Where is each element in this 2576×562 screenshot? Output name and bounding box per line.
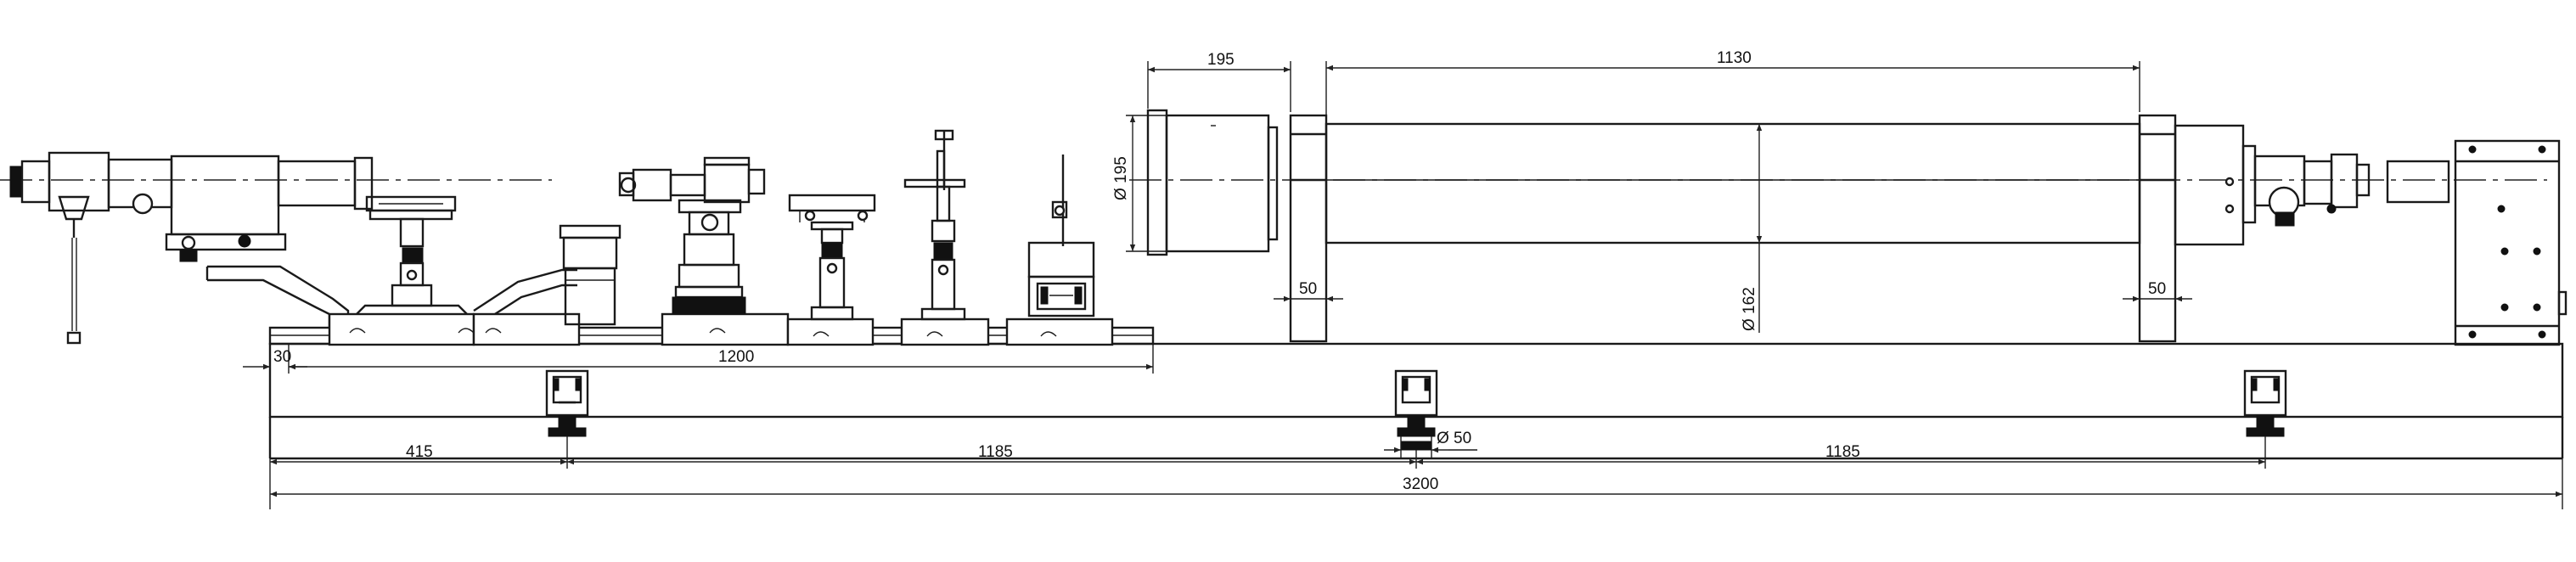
light-source-box [2386,139,2568,346]
dim-rail-length-label: 1200 [718,348,754,366]
carriage-slider-6 [1005,318,1114,346]
dim-span-1-label: 1185 [978,443,1013,461]
dim-flange-diameter-label: Ø 195 [1112,156,1130,200]
lift-stage-2 [788,194,876,321]
support-foot-left [545,369,589,437]
dim-total-length-label: 3200 [1403,475,1438,493]
center-autocollimator [618,156,766,315]
dimension-rail-offset: 30 [243,344,307,374]
rotation-stage-1 [356,195,468,315]
support-foot-right [2243,369,2287,437]
dimension-flange-diameter: Ø 195 [1112,115,1167,252]
carriage-slider-1 [328,312,475,346]
right-support-ring [2138,114,2177,343]
clamp-stage-4 [1027,155,1095,318]
dimension-left-ring-width: 50 [1274,280,1343,302]
carriage-slider-4 [786,318,875,346]
right-eyepiece [2253,153,2371,227]
dimension-flange-length: 195 [1147,51,1291,112]
dim-tube-diameter-label: Ø 162 [1741,287,1758,331]
main-tube [1325,122,2141,244]
dimension-tube-length: 1130 [1325,49,2140,119]
dimension-rail-length: 1200 [289,344,1154,374]
dim-left-support-label: 415 [406,443,433,461]
dim-foot-diameter-label: Ø 50 [1437,430,1471,447]
collimator-flange [1146,109,1279,256]
dimension-right-ring-width: 50 [2123,280,2192,302]
dimension-total-length: 3200 [270,458,2563,509]
dimension-tube-diameter: Ø 162 [1741,124,1763,333]
reticle-stage-3 [903,129,966,321]
left-support-ring [1289,114,1328,343]
dim-tube-length-label: 1130 [1717,49,1752,67]
cylinder-holder [559,224,622,326]
carriage-slider-3 [661,312,790,346]
dimension-foot-diameter: Ø 50 [1384,430,1477,458]
left-telescope [9,151,374,345]
carriage-slider-2 [472,312,581,346]
dim-right-ring-width-label: 50 [2148,280,2166,298]
carriage-slider-5 [900,318,990,346]
dim-span-2-label: 1185 [1825,443,1860,461]
dim-flange-length-label: 195 [1207,51,1235,69]
right-end-cap [2174,124,2257,246]
support-foot-center [1394,369,1438,451]
dim-left-ring-width-label: 50 [1299,280,1317,298]
dim-rail-offset-label: 30 [273,348,291,366]
dimension-supports: 415 1185 1185 [269,436,2266,509]
